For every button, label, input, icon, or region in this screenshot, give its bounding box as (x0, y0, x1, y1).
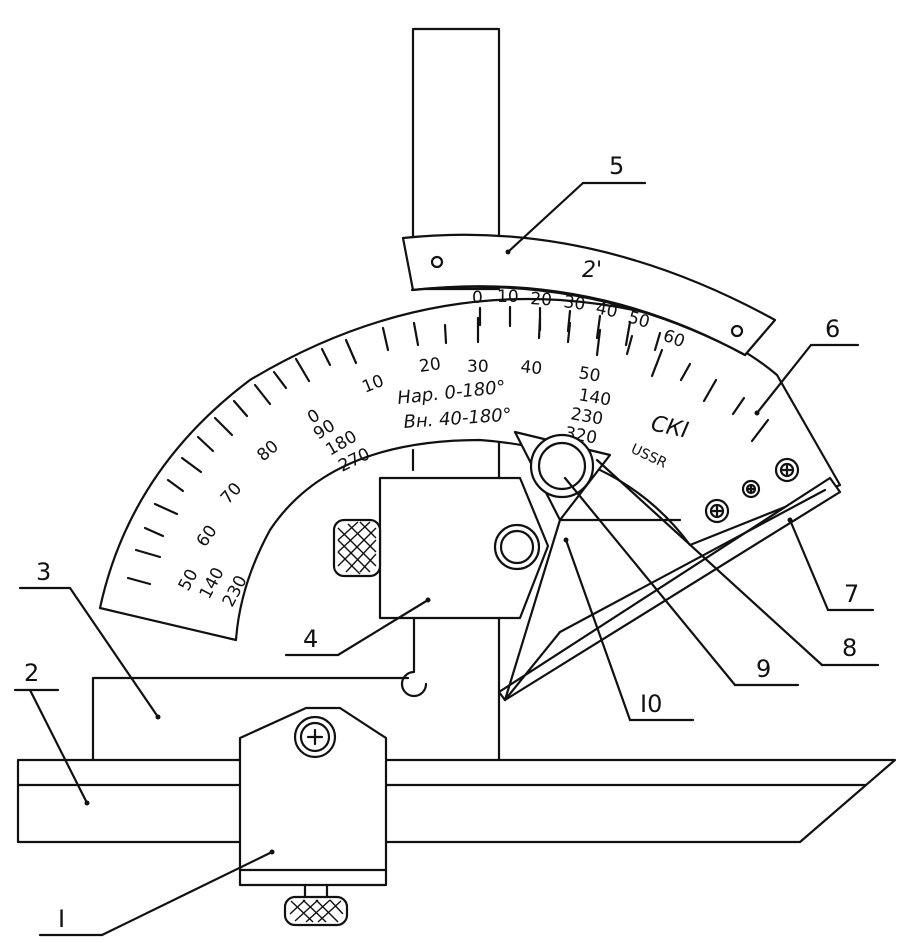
scale-label-30: 30 (467, 357, 489, 377)
callouts: 5 6 7 8 9 I0 4 3 2 I (13, 152, 880, 937)
scale-label-40: 40 (519, 357, 543, 379)
vernier-ticks (478, 305, 662, 352)
angle-ruler (497, 476, 842, 702)
label-9: 9 (756, 655, 771, 683)
label-4: 4 (303, 625, 318, 653)
vernier-label-40: 40 (594, 298, 619, 322)
base-ruler (16, 758, 897, 844)
main-scale-sector: 50 140 230 60 70 80 0 90 180 270 10 20 3… (98, 297, 842, 642)
label-10: I0 (640, 690, 662, 718)
label-5: 5 (609, 152, 624, 180)
label-7: 7 (844, 580, 859, 608)
vernier-minutes-mark: 2' (582, 258, 602, 283)
main-scale-ticks (126, 316, 770, 586)
label-3: 3 (36, 558, 51, 586)
scale-label-50-right: 50 (577, 363, 602, 386)
label-1: I (58, 905, 65, 933)
vernier-label-0: 0 (472, 288, 483, 308)
clamp-block (238, 706, 388, 927)
label-6: 6 (825, 315, 840, 343)
vernier-label-10: 10 (497, 287, 519, 307)
scale-label-20: 20 (418, 354, 442, 377)
plate-screws (704, 457, 800, 524)
label-2: 2 (24, 659, 39, 687)
label-8: 8 (842, 634, 857, 662)
triangle-clamp (503, 430, 682, 702)
vernier-label-20: 20 (530, 289, 553, 310)
base-bracket (91, 676, 410, 762)
slider-block (332, 476, 550, 698)
vernier-label-30: 30 (562, 292, 586, 315)
